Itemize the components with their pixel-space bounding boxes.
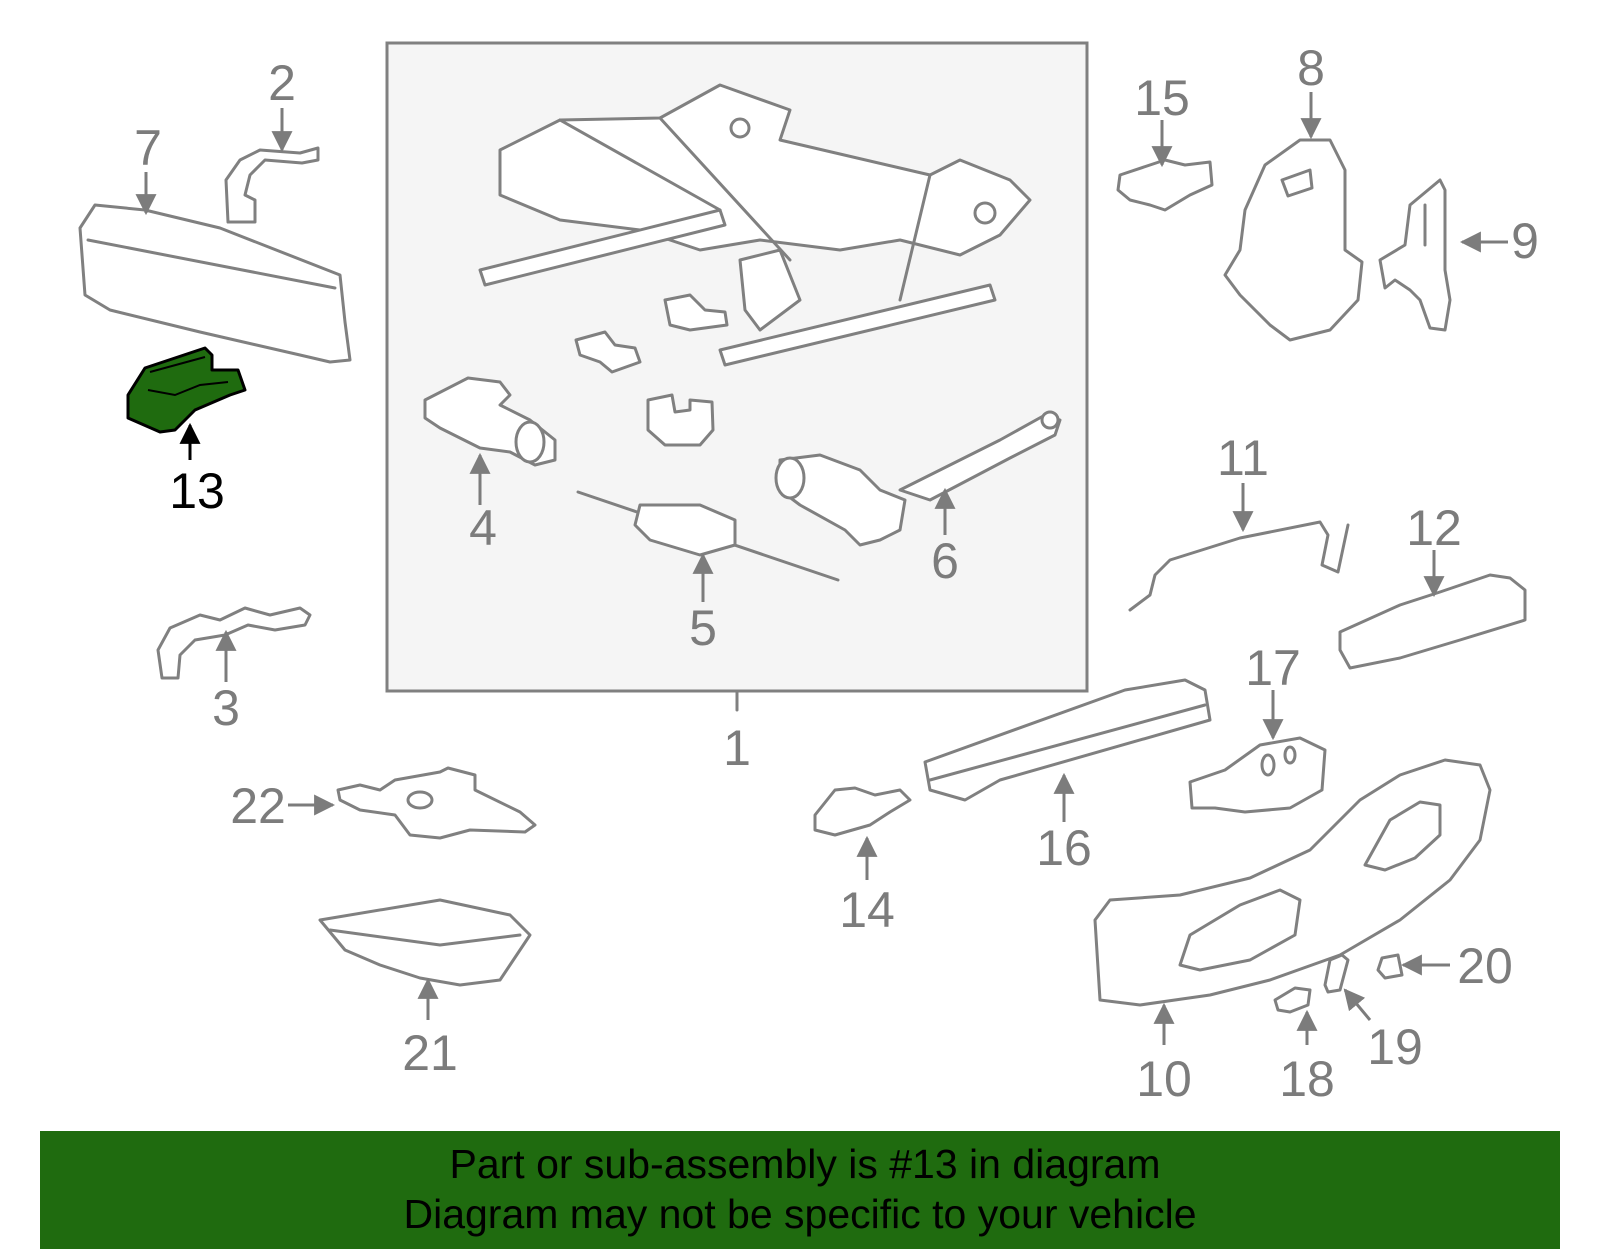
label-16: 16 xyxy=(1036,820,1092,876)
label-7: 7 xyxy=(134,120,162,176)
label-12: 12 xyxy=(1406,500,1462,556)
banner-line-2: Diagram may not be specific to your vehi… xyxy=(403,1191,1197,1237)
banner-line-1: Part or sub-assembly is #13 in diagram xyxy=(449,1141,1161,1187)
label-14: 14 xyxy=(839,882,895,938)
info-banner: Part or sub-assembly is #13 in diagram D… xyxy=(40,1131,1560,1249)
label-17: 17 xyxy=(1245,640,1301,696)
seat-frame-drawing xyxy=(423,83,1062,582)
callout-labels: 1 2 3 4 5 6 7 8 9 10 11 12 13 14 15 16 1… xyxy=(134,40,1539,1107)
label-2: 2 xyxy=(268,55,296,111)
part-18-knob xyxy=(1273,986,1312,1014)
part-8-cover xyxy=(1223,138,1364,342)
label-11: 11 xyxy=(1217,430,1269,486)
label-1: 1 xyxy=(723,720,751,776)
label-10: 10 xyxy=(1136,1051,1192,1107)
label-13: 13 xyxy=(169,463,225,519)
part-20-knob xyxy=(1376,953,1404,980)
label-9: 9 xyxy=(1511,213,1539,269)
part-16-rail xyxy=(923,678,1212,802)
label-18: 18 xyxy=(1279,1051,1335,1107)
part-3-bracket xyxy=(156,606,312,680)
label-6: 6 xyxy=(931,533,959,589)
part-15-clip xyxy=(1116,158,1214,212)
part-14-clip xyxy=(813,786,912,837)
label-15: 15 xyxy=(1134,70,1190,126)
label-22: 22 xyxy=(230,778,286,834)
label-21: 21 xyxy=(402,1025,458,1081)
leader-lines xyxy=(135,92,1508,1045)
part-22-bracket xyxy=(336,766,537,840)
part-19-knob xyxy=(1323,953,1350,994)
label-19: 19 xyxy=(1367,1019,1423,1075)
part-9-bracket xyxy=(1378,178,1452,332)
part-17-bracket xyxy=(1188,736,1327,814)
label-5: 5 xyxy=(689,600,717,656)
label-20: 20 xyxy=(1457,938,1513,994)
label-3: 3 xyxy=(212,680,240,736)
part-11-rod xyxy=(1128,520,1350,612)
part-2-bracket xyxy=(224,146,320,224)
label-4: 4 xyxy=(469,500,497,556)
label-8: 8 xyxy=(1297,40,1325,96)
